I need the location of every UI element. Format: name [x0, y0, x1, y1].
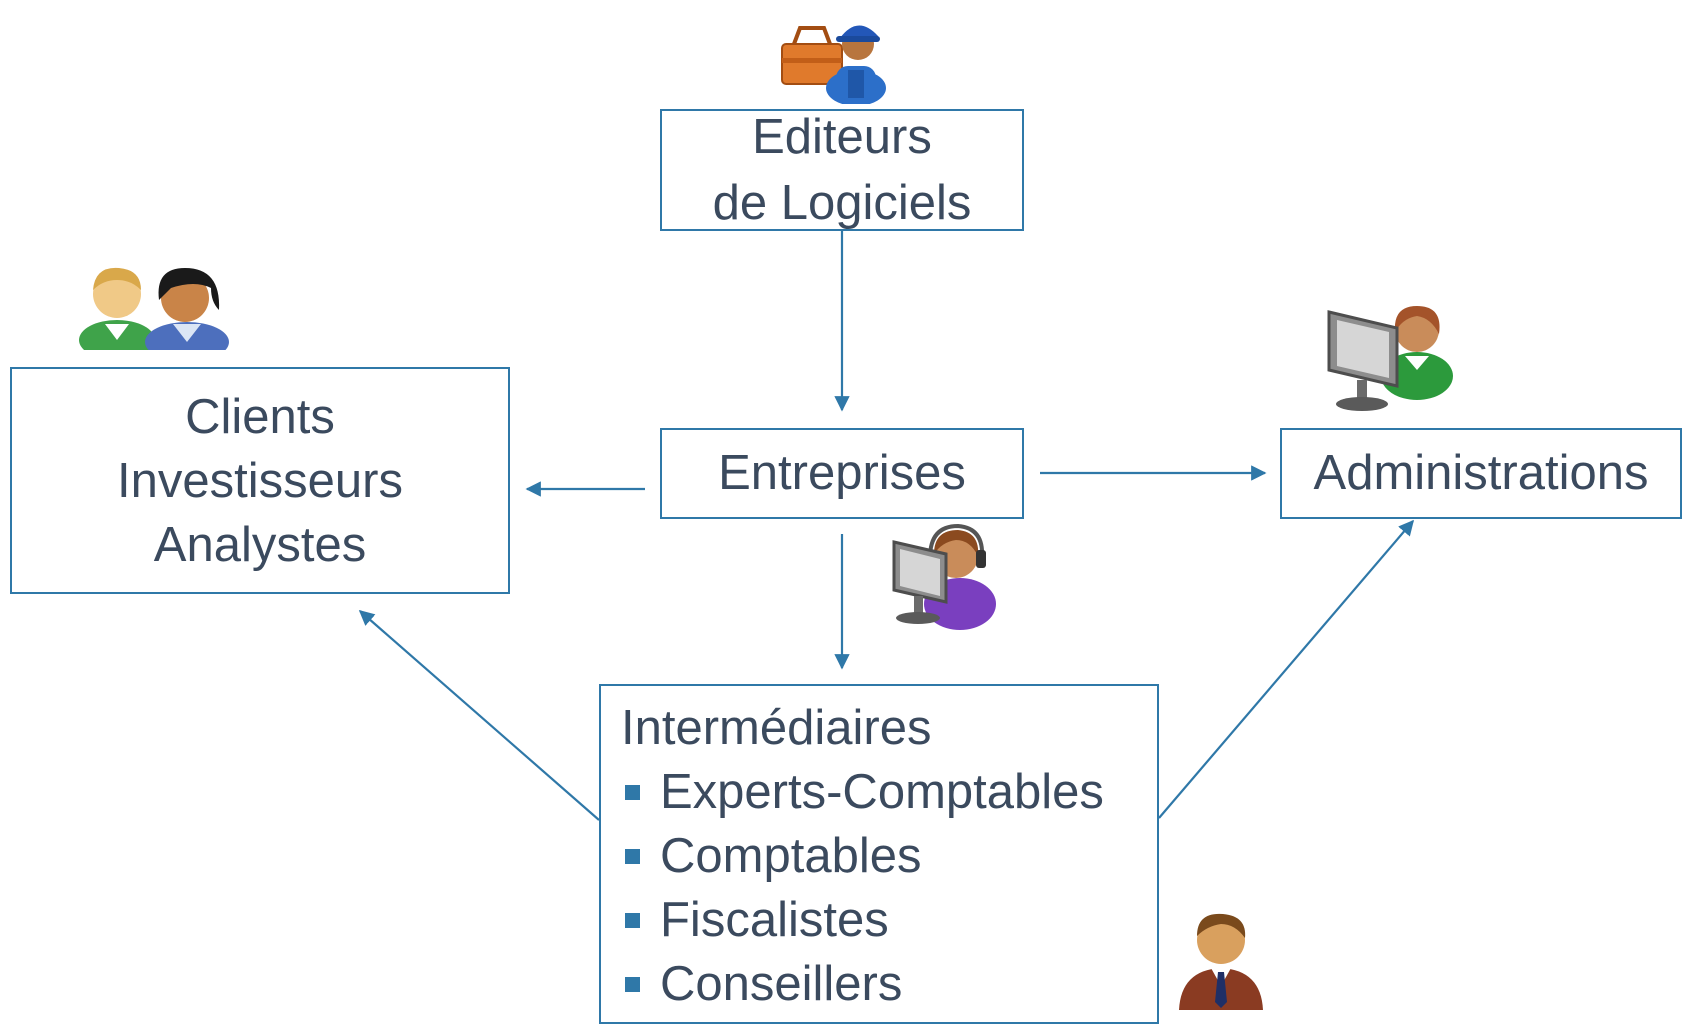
- node-administrations: Administrations: [1280, 428, 1682, 519]
- node-entreprises-label: Entreprises: [718, 446, 966, 501]
- list-item-label: Experts-Comptables: [660, 765, 1104, 819]
- node-editeurs-line-2: de Logiciels: [712, 176, 972, 230]
- edge-intermediaires-administrations: [1158, 519, 1415, 819]
- businessman-icon: [1179, 913, 1263, 1010]
- node-intermediaires: Intermédiaires Experts-Comptables Compta…: [599, 684, 1159, 1024]
- list-item: Experts-Comptables: [621, 760, 1104, 824]
- bullet-icon: [625, 976, 640, 992]
- node-clients-line-3: Analystes: [153, 517, 367, 572]
- node-entreprises: Entreprises: [660, 428, 1024, 519]
- list-item: Comptables: [621, 824, 921, 888]
- list-item: Fiscalistes: [621, 888, 889, 952]
- repairman-toolbox-icon: [781, 25, 886, 104]
- node-editeurs-line-1: Editeurs: [752, 110, 932, 164]
- list-item-label: Conseillers: [660, 957, 903, 1011]
- node-intermediaires-title: Intermédiaires: [621, 701, 932, 755]
- two-users-icon: [79, 267, 229, 350]
- node-clients-line-2: Investisseurs: [117, 453, 403, 508]
- support-operator-headset-icon: [892, 523, 996, 630]
- edge-intermediaires-clients: [358, 609, 600, 821]
- bullet-icon: [625, 784, 640, 800]
- bullet-icon: [625, 912, 640, 928]
- node-editeurs-de-logiciels: Editeurs de Logiciels: [660, 109, 1024, 231]
- user-at-computer-icon: [1327, 306, 1453, 411]
- node-clients-line-1: Clients: [185, 389, 335, 444]
- list-item-label: Comptables: [660, 829, 922, 883]
- node-clients: Clients Investisseurs Analystes: [10, 367, 510, 594]
- list-item-label: Fiscalistes: [660, 893, 889, 947]
- node-administrations-label: Administrations: [1313, 446, 1649, 501]
- list-item: Conseillers: [621, 952, 902, 1016]
- bullet-icon: [625, 848, 640, 864]
